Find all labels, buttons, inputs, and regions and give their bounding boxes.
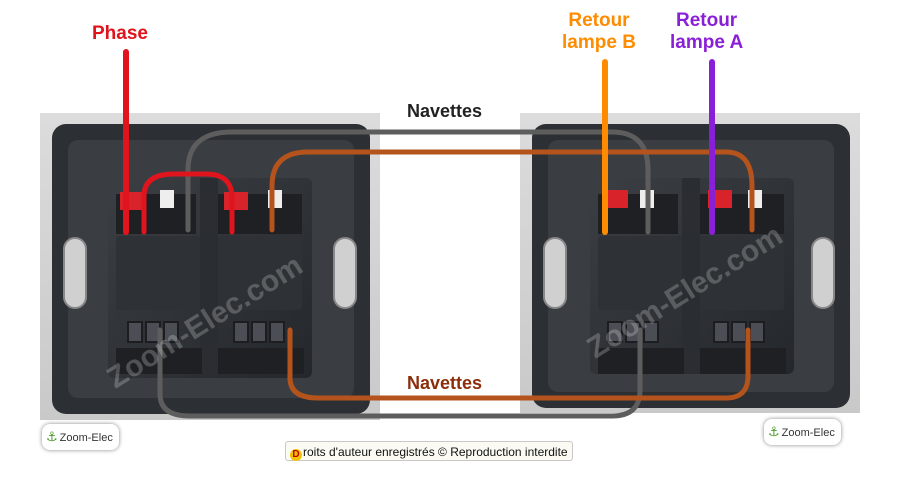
navette-top-brown-wire [269, 149, 755, 233]
label-retour-lampe-a-line2: lampe A [670, 32, 744, 53]
label-retour-lampe-a: Retour lampe A [670, 10, 743, 54]
electrician-icon: ⚓ [768, 424, 780, 439]
label-navettes-bottom: Navettes [407, 373, 483, 393]
label-retour-lampe-b-line2: lampe B [562, 32, 636, 53]
electrician-icon: ⚓ [46, 429, 58, 444]
logo-right: ⚓Zoom-Elec [764, 419, 841, 445]
logo-right-text: Zoom-Elec [781, 427, 835, 439]
label-navettes-top: Navettes [407, 101, 483, 121]
label-phase: Phase [92, 23, 148, 44]
label-retour-lampe-a-line1: Retour [675, 10, 738, 31]
logo-left: ⚓Zoom-Elec [42, 424, 119, 450]
copyright-badge: D [290, 449, 302, 461]
label-retour-lampe-b-line1: Retour [568, 10, 630, 31]
logo-left-text: Zoom-Elec [59, 432, 113, 444]
label-retour-lampe-b: Retour lampe B [562, 10, 636, 54]
phase-jumper-wire [141, 171, 235, 235]
left-switch [40, 113, 380, 420]
copyright-text: roits d'auteur enregistrés © Reproductio… [303, 445, 568, 459]
navette-bottom-brown-wire [287, 327, 751, 401]
right-switch [520, 113, 860, 413]
